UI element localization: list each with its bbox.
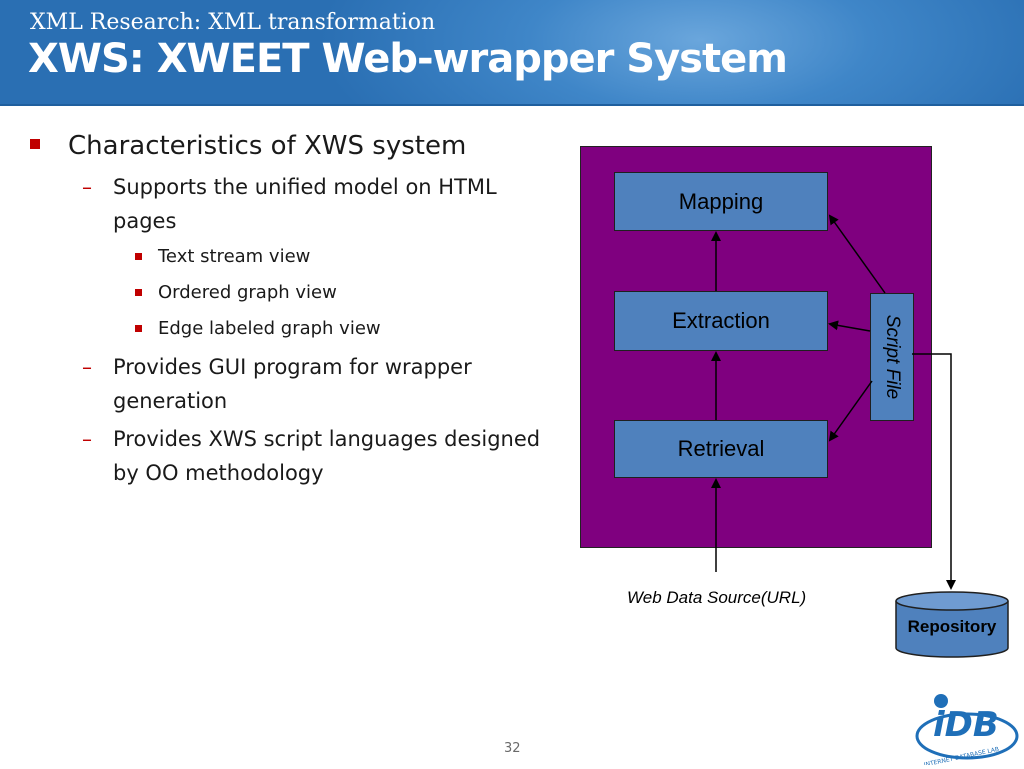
dash-bullet-icon: – <box>82 355 92 379</box>
bullet-level2: – Supports the unified model on HTML pag… <box>30 170 550 238</box>
bullet-level1: Characteristics of XWS system <box>30 128 550 164</box>
bullet-text: Text stream view <box>158 246 311 267</box>
arrow-script-to-retrieval <box>828 380 873 442</box>
mapping-box: Mapping <box>614 172 828 231</box>
bullet-text: Characteristics of XWS system <box>68 131 467 161</box>
bullet-level2: – Provides GUI program for wrapper gener… <box>30 350 550 418</box>
bullet-level3: Ordered graph view <box>30 278 550 308</box>
bullet-text: Supports the unified model on HTML pages <box>113 175 497 233</box>
square-bullet-icon <box>135 325 142 332</box>
title-bar: XML Research: XML transformation XWS: XW… <box>0 0 1024 106</box>
dash-bullet-icon: – <box>82 175 92 199</box>
bullet-text: Edge labeled graph view <box>158 318 381 339</box>
bullet-text: Provides XWS script languages designed b… <box>113 427 541 485</box>
bullet-text: Ordered graph view <box>158 282 337 303</box>
extraction-label: Extraction <box>672 308 770 333</box>
logo-text: iDB <box>933 705 999 745</box>
script-file-box: Script File <box>870 293 914 421</box>
page-number: 32 <box>504 741 521 756</box>
slide-title: XWS: XWEET Web-wrapper System <box>28 36 788 82</box>
logo-mark: iDB INTERNET DATABASE LAB <box>915 694 1019 769</box>
bullet-level2: – Provides XWS script languages designed… <box>30 422 550 490</box>
idb-logo: iDB INTERNET DATABASE LAB <box>905 690 1020 769</box>
web-data-source-label: Web Data Source(URL) <box>627 588 807 607</box>
retrieval-box: Retrieval <box>614 420 828 478</box>
square-bullet-icon <box>135 289 142 296</box>
slide-subtitle: XML Research: XML transformation <box>30 10 436 35</box>
arrow-script-to-extraction <box>828 320 871 332</box>
square-bullet-icon <box>135 253 142 260</box>
arrow-script-to-mapping <box>828 214 886 294</box>
bullet-level3: Edge labeled graph view <box>30 314 550 344</box>
mapping-label: Mapping <box>678 188 764 214</box>
square-bullet-icon <box>30 139 40 149</box>
bullet-text: Provides GUI program for wrapper generat… <box>113 355 472 413</box>
bullet-list: Characteristics of XWS system – Supports… <box>30 128 550 494</box>
dash-bullet-icon: – <box>82 427 92 451</box>
arrow-script-to-repository <box>912 353 956 590</box>
bullet-level3: Text stream view <box>30 242 550 272</box>
repository-cylinder <box>895 591 1009 658</box>
repository-label: Repository <box>907 617 997 636</box>
extraction-box: Extraction <box>614 291 828 351</box>
retrieval-label: Retrieval <box>677 436 765 461</box>
